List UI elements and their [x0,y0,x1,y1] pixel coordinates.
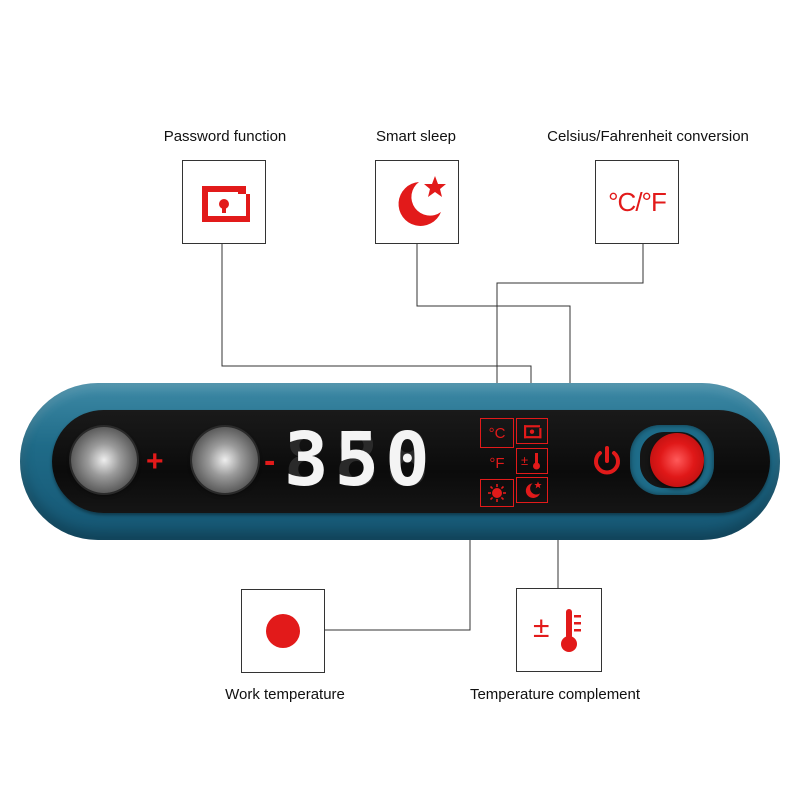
moon-star-icon [398,176,446,226]
complement-sign: ± [533,611,549,644]
indicator-fahrenheit: °F [489,454,505,472]
temperature-unit-icon: °C/°F [608,186,667,217]
callout-complement-box: ± [516,588,602,672]
indicator-smart-sleep [516,477,548,503]
power-icon[interactable] [590,444,624,478]
label-work-temperature: Work temperature [225,686,345,703]
callout-celsius-box: °C/°F [595,160,679,244]
label-temperature-complement: Temperature complement [469,686,641,703]
display-ghost-segments: 888 [284,417,436,503]
complement-sign-small: ± [521,453,528,468]
minus-button[interactable] [192,427,258,493]
power-switch-knob[interactable] [650,433,704,487]
temperature-display: 350 [284,417,436,503]
moon-star-small-icon [525,481,542,498]
callout-password-box [182,160,266,244]
label-password-function: Password function [163,128,287,145]
lock-icon [202,186,250,222]
callout-work-temperature-box [241,589,325,673]
indicator-celsius: °C [480,418,514,448]
indicator-password [516,418,548,444]
connector-celsius [496,243,644,417]
plus-sign: + [146,445,164,478]
thermometer-plus-minus-icon: ± [533,609,581,652]
label-celsius-fahrenheit: Celsius/Fahrenheit conversion [547,128,749,145]
connector-work [325,509,471,631]
thermometer-plus-minus-small-icon: ± [521,453,540,470]
sun-icon [488,484,506,502]
lock-small-icon [524,425,542,439]
plus-button[interactable] [71,427,137,493]
red-dot-icon [266,614,300,648]
minus-sign: - [264,442,276,480]
callout-sleep-box [375,160,459,244]
indicator-work-temperature [480,479,514,507]
label-smart-sleep: Smart sleep [375,128,457,145]
indicator-temperature-complement: ± [516,448,548,474]
